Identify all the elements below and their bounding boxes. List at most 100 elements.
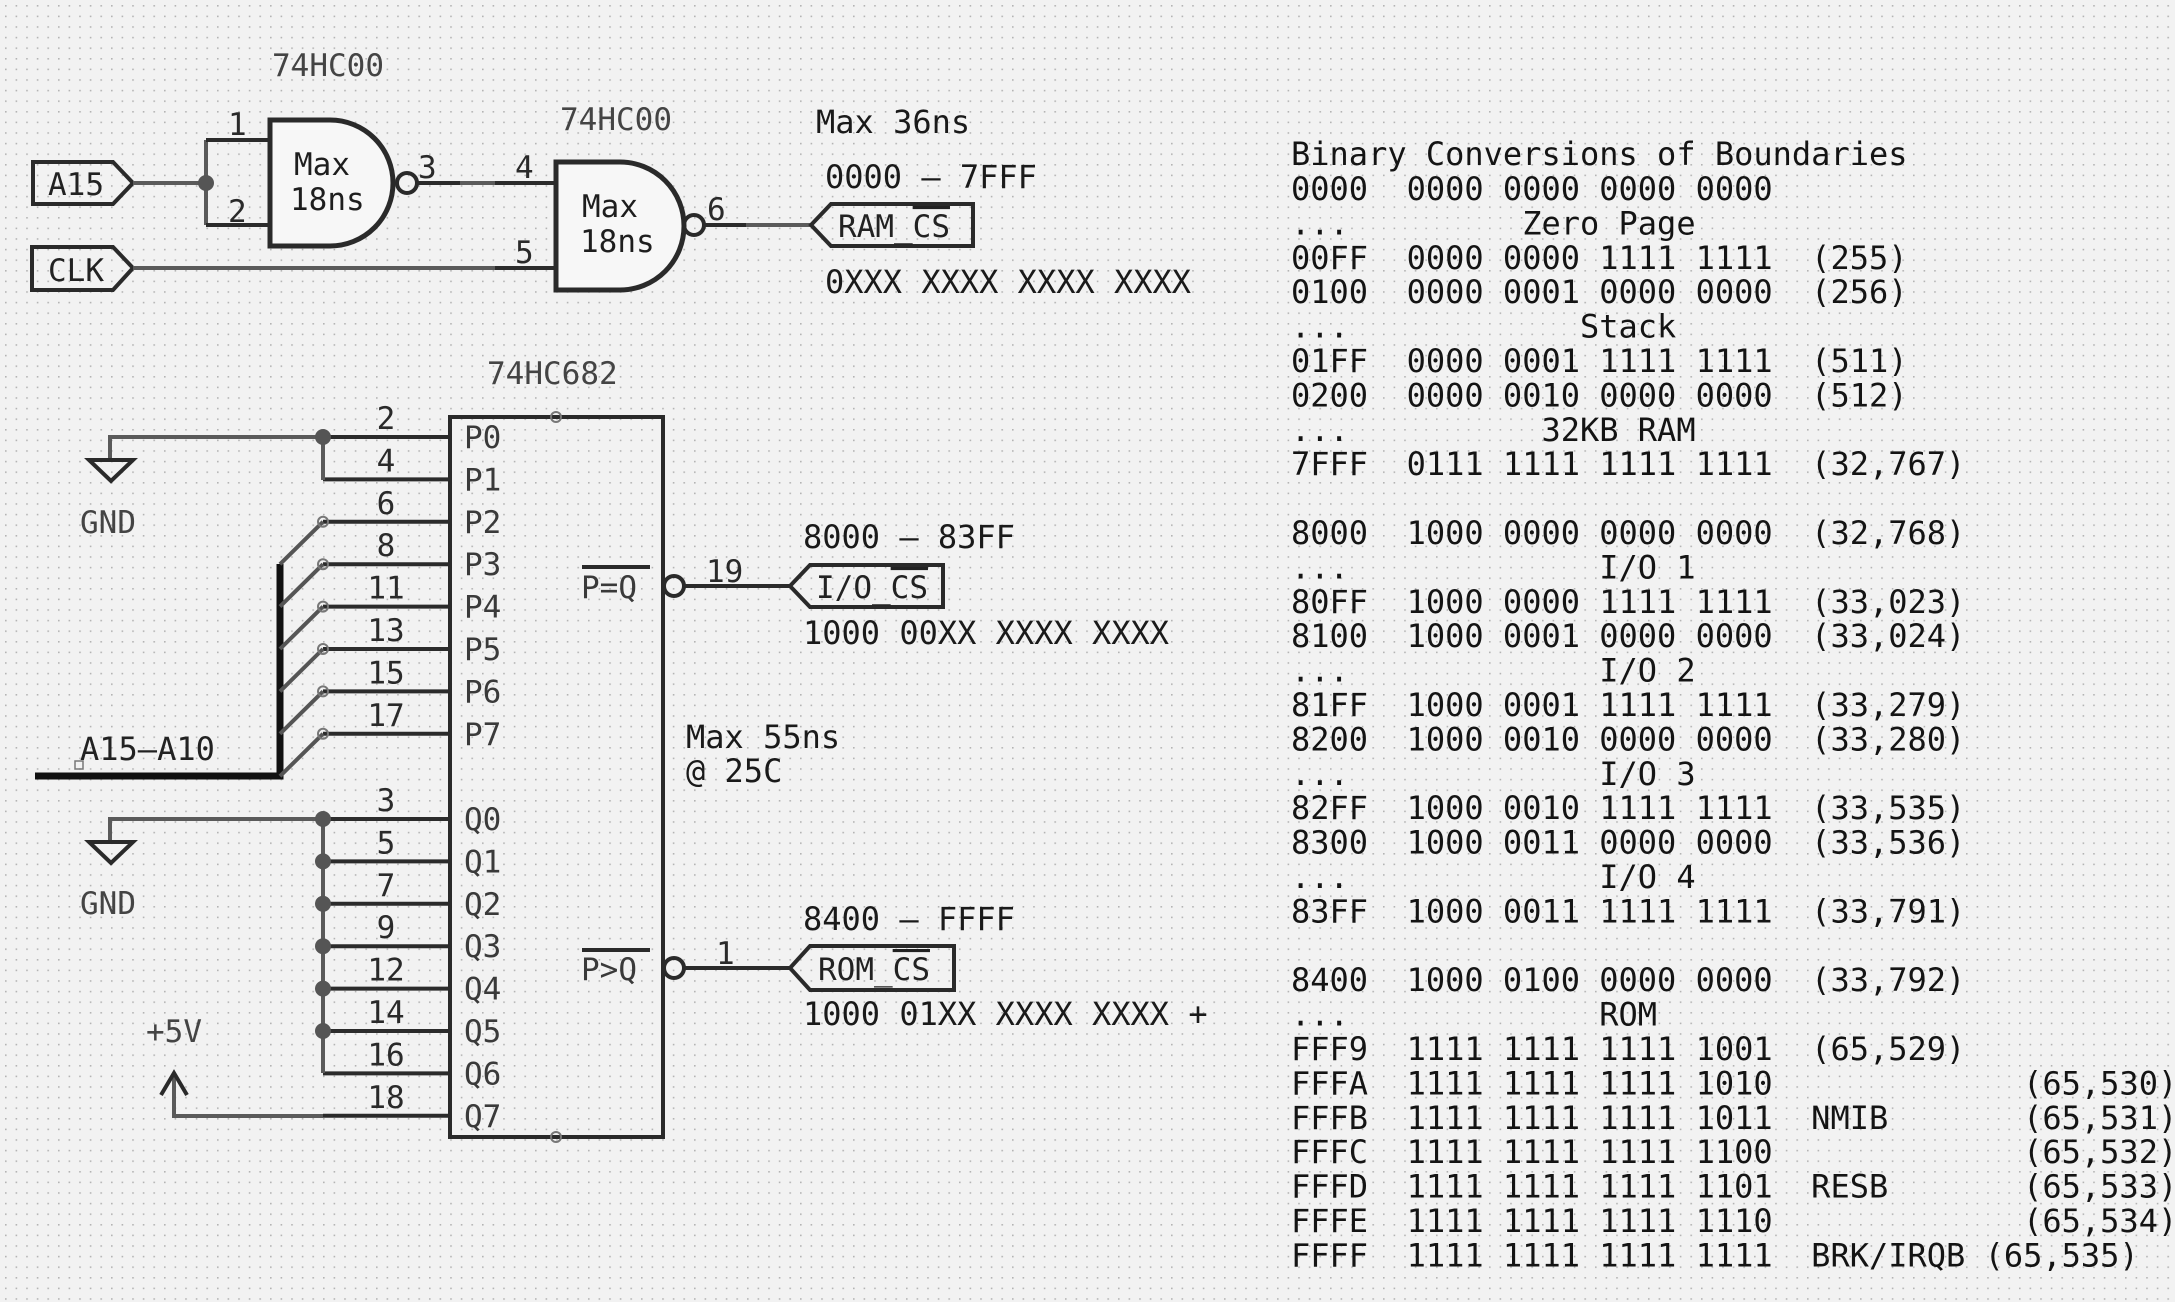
io-cs-label-text: I/O_CS <box>816 570 928 606</box>
table-row: 0000 0000 0000 0000 0000 <box>1291 170 1773 208</box>
ground-icon <box>84 458 138 484</box>
bus-entry <box>278 647 325 693</box>
global-label-rom-cs[interactable]: ROM_CS <box>787 944 956 992</box>
output-gt-name: P>Q <box>581 952 637 988</box>
global-label-a15[interactable]: A15 <box>31 160 136 206</box>
gate-2-timing-line1: Max <box>582 189 638 225</box>
pin-number-p2: 6 <box>377 486 396 522</box>
hidden-power-pin-top <box>550 411 562 423</box>
pin-number-p1: 4 <box>377 443 396 479</box>
junction-dot <box>315 980 331 997</box>
binary-table: Binary Conversions of Boundaries 0000 00… <box>1291 135 2175 1274</box>
table-row: FFFA 1111 1111 1111 1010 (65,530) <box>1291 1064 2175 1102</box>
a15-label-text: A15 <box>48 167 104 203</box>
table-row: ... Stack <box>1291 308 1676 346</box>
bus-entry <box>278 732 325 778</box>
rom-cs-label-text: ROM_CS <box>818 952 930 988</box>
rom-cs-prefix: ROM_ <box>818 952 893 988</box>
ram-cs-active-low: CS <box>913 209 950 245</box>
pin-number-q2: 7 <box>377 868 396 904</box>
pin-name-p7: P7 <box>464 717 501 753</box>
junction-dot <box>315 811 331 827</box>
ram-cs-label-shape <box>808 202 975 248</box>
table-row: ... I/O 4 <box>1291 858 1696 896</box>
rom-cs-label-shape <box>787 944 956 992</box>
bus-entry-connection <box>317 600 329 613</box>
table-row: ... Zero Page <box>1291 204 1696 242</box>
hidden-power-pin-bottom <box>550 1131 562 1143</box>
global-label-ram-cs[interactable]: RAM_CS <box>808 202 975 248</box>
pin-number-p3: 8 <box>377 528 396 564</box>
pin-name-p2: P2 <box>464 505 501 541</box>
gate-2-timing-line2: 18ns <box>580 224 655 260</box>
gate-2-pin-a-number: 4 <box>515 150 534 186</box>
junction-dot <box>315 938 331 955</box>
table-row: FFFC 1111 1111 1111 1100 (65,532) <box>1291 1133 2175 1171</box>
nand-gate-1-body <box>267 117 396 249</box>
comparator-timing-line2: @ 25C <box>686 752 782 790</box>
junction-dot <box>315 895 331 912</box>
global-label-clk[interactable]: CLK <box>30 245 136 292</box>
bus-entry <box>278 605 325 651</box>
table-row: 8200 1000 0010 0000 0000 (33,280) <box>1291 720 1965 758</box>
power-arrow-icon <box>159 1069 189 1097</box>
rom-range-note: 8400 – FFFF <box>803 900 1015 938</box>
pin-name-q0: Q0 <box>464 802 501 838</box>
a15-label-shape <box>31 160 136 206</box>
pin-number-p0: 2 <box>377 401 396 437</box>
pin-name-q1: Q1 <box>464 844 501 880</box>
output-gt-pin-number: 1 <box>716 936 735 972</box>
pin-name-q3: Q3 <box>464 929 501 965</box>
ram-timing-note: Max 36ns <box>816 103 970 141</box>
bus-label-anchor <box>74 760 84 770</box>
pin-name-q2: Q2 <box>464 887 501 923</box>
table-row: FFF9 1111 1111 1111 1001 (65,529) <box>1291 1030 1965 1068</box>
pin-name-p0: P0 <box>464 420 501 456</box>
gate-2-reference: 74HC00 <box>560 102 672 138</box>
pin-number-q3: 9 <box>377 910 396 946</box>
gate-1-timing-line1: Max <box>294 147 350 183</box>
gate-1-pin-b-number: 2 <box>228 194 247 230</box>
io-cs-label-shape <box>787 563 945 609</box>
pin-number-q4: 12 <box>367 953 404 989</box>
bus-entry <box>278 520 325 566</box>
bus-entry <box>278 689 325 736</box>
vcc-symbol: +5V <box>146 1014 323 1118</box>
pin-number-q0: 3 <box>377 783 396 819</box>
table-row: 8000 1000 0000 0000 0000 (32,768) <box>1291 514 1965 552</box>
junction-dot <box>315 1023 331 1039</box>
table-row: 82FF 1000 0010 1111 1111 (33,535) <box>1291 789 1965 827</box>
bus-entry-connection <box>317 727 329 740</box>
nand-gate-2[interactable]: 74HC00 Max 18ns 4 5 6 <box>515 102 726 293</box>
pin-number-q7: 18 <box>367 1080 404 1116</box>
io-cs-prefix: I/O_ <box>816 570 891 606</box>
q-junctions-group <box>315 811 331 1039</box>
clk-label-text: CLK <box>48 253 104 289</box>
table-row: FFFB 1111 1111 1111 1011 NMIB (65,531) <box>1291 1099 2175 1137</box>
ram-cs-prefix: RAM_ <box>838 209 913 245</box>
bus-entries-group <box>278 515 329 778</box>
table-row: 81FF 1000 0001 1111 1111 (33,279) <box>1291 686 1965 724</box>
table-row: 80FF 1000 0000 1111 1111 (33,023) <box>1291 583 1965 621</box>
pin-name-p4: P4 <box>464 590 501 626</box>
pin-name-q4: Q4 <box>464 972 501 1008</box>
junction-dot <box>315 853 331 870</box>
pin-name-p6: P6 <box>464 674 501 710</box>
pin-number-q6: 16 <box>367 1037 404 1073</box>
pin-name-p3: P3 <box>464 547 501 583</box>
nand-gate-1[interactable]: 74HC00 Max 18ns 1 2 3 <box>228 48 437 249</box>
pin-number-p6: 15 <box>367 655 404 691</box>
vcc-label: +5V <box>146 1014 202 1050</box>
table-row: ... I/O 2 <box>1291 652 1696 690</box>
comparator-body <box>448 415 665 1139</box>
gnd1-label: GND <box>80 505 136 541</box>
table-row: ... I/O 3 <box>1291 755 1696 793</box>
pin-name-q5: Q5 <box>464 1014 501 1050</box>
gate-1-timing-line2: 18ns <box>290 182 365 218</box>
global-label-io-cs[interactable]: I/O_CS <box>787 563 945 609</box>
junction-dot <box>198 175 214 191</box>
